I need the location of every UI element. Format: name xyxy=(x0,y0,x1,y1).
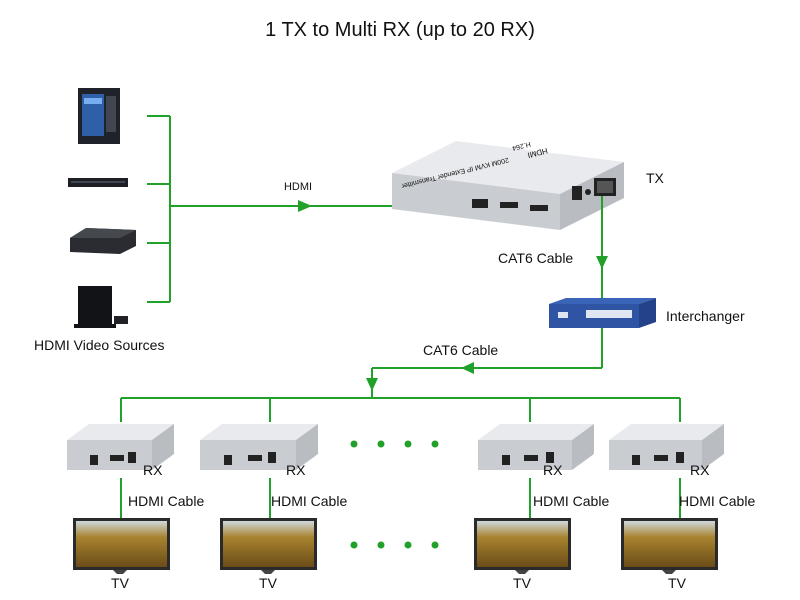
cat6-cable-rx xyxy=(120,328,681,422)
tv-4 xyxy=(621,518,718,574)
tv-label-3: TV xyxy=(513,575,532,591)
hdmi-cable-label-3: HDMI Cable xyxy=(533,493,609,509)
game-console-icon xyxy=(74,286,128,328)
cat6-arrow-tx xyxy=(596,256,608,269)
tv-label-1: TV xyxy=(111,575,130,591)
tv-label-2: TV xyxy=(259,575,278,591)
cat6-label-rx: CAT6 Cable xyxy=(423,342,498,358)
receiver-2 xyxy=(200,424,318,470)
tv-2 xyxy=(220,518,317,574)
rx-label-4: RX xyxy=(690,462,710,478)
more-receivers-dots xyxy=(350,440,439,549)
network-switch xyxy=(549,298,656,328)
hdmi-cable-label-1: HDMI Cable xyxy=(128,493,204,509)
rx-label-2: RX xyxy=(286,462,306,478)
interchanger-label: Interchanger xyxy=(666,308,745,324)
cat6-arrow-v xyxy=(366,378,378,391)
hdmi-label: HDMI xyxy=(284,181,312,193)
rx-label-1: RX xyxy=(143,462,163,478)
tv-1 xyxy=(73,518,170,574)
pc-tower-icon xyxy=(78,88,120,144)
set-top-box-icon xyxy=(70,228,136,254)
tv-label-4: TV xyxy=(668,575,687,591)
rx-label-3: RX xyxy=(543,462,563,478)
cat6-label-tx: CAT6 Cable xyxy=(498,250,573,266)
hdmi-arrow xyxy=(298,200,312,212)
dvd-player-icon xyxy=(68,178,128,187)
hdmi-cable-label-2: HDMI Cable xyxy=(271,493,347,509)
receiver-3 xyxy=(478,424,594,470)
hdmi-cable-label-4: HDMI Cable xyxy=(679,493,755,509)
receiver-4 xyxy=(609,424,724,470)
sources-label: HDMI Video Sources xyxy=(34,337,164,353)
receiver-1 xyxy=(67,424,174,470)
tv-3 xyxy=(474,518,571,574)
tx-label: TX xyxy=(646,170,665,186)
cat6-arrow-h xyxy=(461,362,474,374)
transmitter-device xyxy=(392,141,624,230)
diagram-title: 1 TX to Multi RX (up to 20 RX) xyxy=(265,19,535,41)
tx-codec-text: H.264 xyxy=(511,140,531,151)
